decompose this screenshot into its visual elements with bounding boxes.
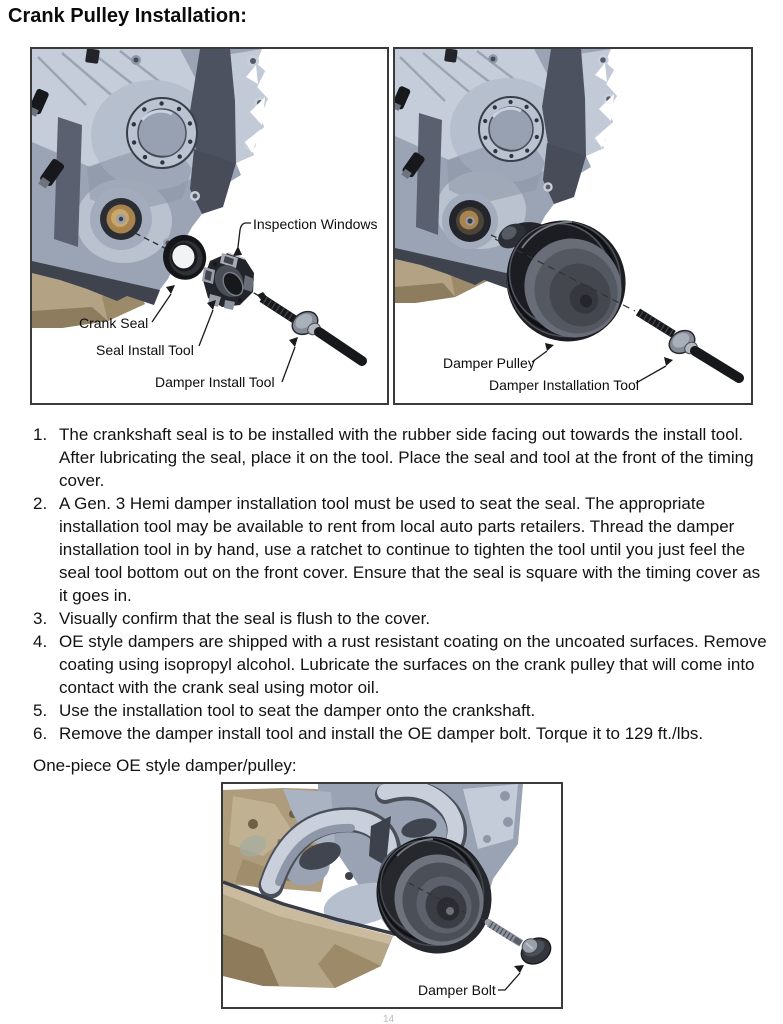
svg-text:Crank Seal: Crank Seal bbox=[79, 315, 148, 331]
svg-text:Damper Bolt: Damper Bolt bbox=[418, 982, 496, 998]
svg-text:Inspection Windows: Inspection Windows bbox=[253, 216, 378, 232]
svg-text:Damper Installation Tool: Damper Installation Tool bbox=[489, 377, 639, 393]
svg-text:Damper Pulley: Damper Pulley bbox=[443, 355, 535, 371]
svg-text:Seal Install Tool: Seal Install Tool bbox=[96, 342, 194, 358]
svg-text:Damper Install Tool: Damper Install Tool bbox=[155, 374, 275, 390]
